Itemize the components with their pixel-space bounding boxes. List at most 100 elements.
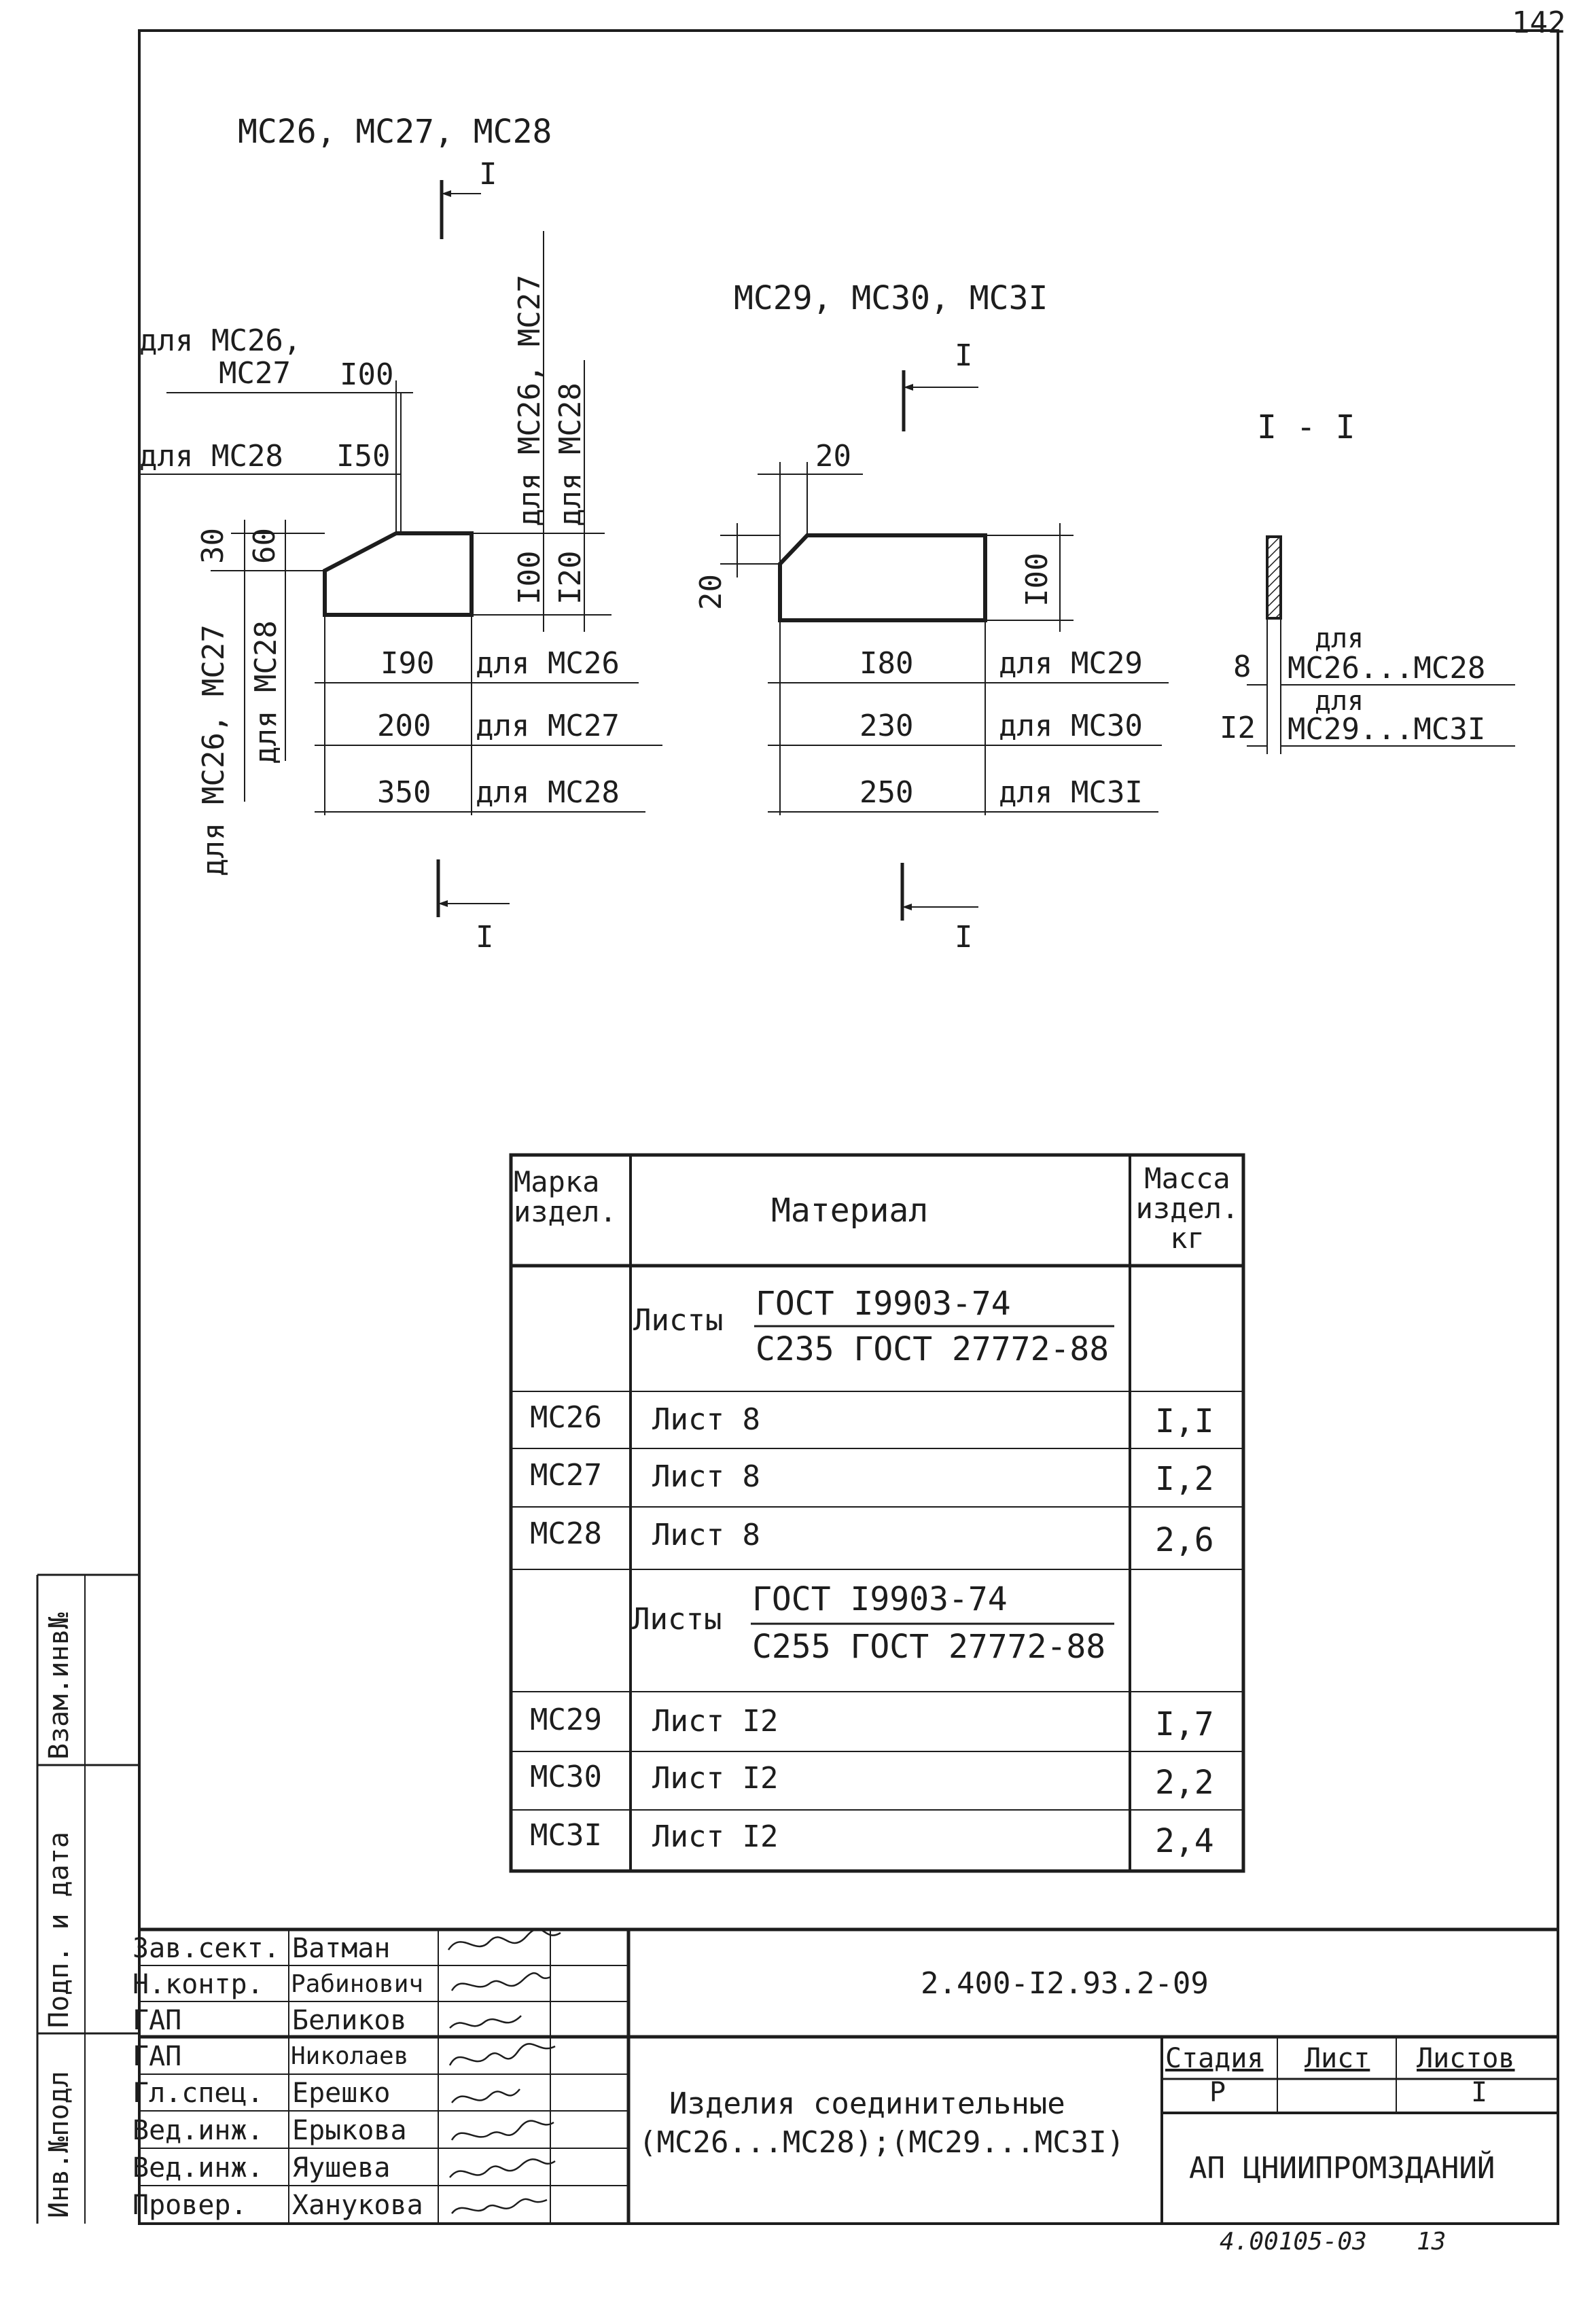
sec-for-1b: МС26...МС28 <box>1288 651 1486 686</box>
g1-dim-60: 60 <box>247 528 282 564</box>
table-row4-mass: I,7 <box>1155 1705 1214 1743</box>
g1-vert-top-2: для МС28 <box>553 382 588 527</box>
stamp-role-6: Вед.инж. <box>132 2115 264 2146</box>
g1-label-row-2: для МС27 <box>476 709 620 743</box>
g1-len-row-2: 200 <box>377 709 431 743</box>
stamp-name-4: Николаев <box>291 2042 409 2070</box>
section-mark-top-1: I <box>479 157 497 192</box>
g1-vert-top-1: для МС26, МС27 <box>512 274 547 527</box>
g2-label-row-3: для МС3I <box>999 775 1143 810</box>
g2-len-row-2: 230 <box>859 709 914 743</box>
g1-dim-150: I50 <box>336 439 391 474</box>
table-header-mass: Масса издел. кг <box>1135 1162 1239 1256</box>
g1-len-row-3: 350 <box>377 775 431 810</box>
table-row1-mass: I,I <box>1155 1402 1214 1440</box>
stamp-organization: АП ЦНИИПРОМЗДАНИЙ <box>1189 2151 1495 2186</box>
g1-vert-left-2: для МС28 <box>249 620 283 764</box>
stamp-name-7: Яушева <box>292 2152 391 2184</box>
g2-dim-20-left: 20 <box>694 574 728 610</box>
stamp-stage-header: Стадия <box>1165 2043 1264 2074</box>
stamp-role-3: ГАП <box>132 2005 182 2036</box>
table-row4-material: Лист I2 <box>652 1704 779 1739</box>
group2-title: МС29, МС30, МС3I <box>734 279 1048 317</box>
sec-thickness-8: 8 <box>1233 649 1252 684</box>
table-row5-mass: 2,2 <box>1155 1764 1214 1802</box>
table-row1-mark: МС26 <box>530 1400 602 1435</box>
table-group1-num: ГОСТ I9903-74 <box>756 1285 1011 1323</box>
sec-for-2a: для <box>1315 686 1364 717</box>
side-cell-replacement: Взам.инв№ <box>43 1612 75 1760</box>
stamp-sheets-value: I <box>1471 2077 1488 2108</box>
section-mark-top-2: I <box>955 338 973 373</box>
stamp-role-8: Провер. <box>132 2190 247 2221</box>
side-cell-inventory: Инв.№подл <box>43 2071 75 2218</box>
g1-dim-100: I00 <box>340 357 394 392</box>
title-block-grid <box>139 1927 1558 2224</box>
table-row2-mass: I,2 <box>1155 1460 1214 1498</box>
stamp-name-8: Ханукова <box>292 2190 423 2221</box>
g2-dim-20-top: 20 <box>815 439 851 474</box>
stamp-name-3: Беликов <box>292 2005 407 2036</box>
section-mark-bottom-1: I <box>476 920 494 955</box>
g2-len-row-1: I80 <box>859 646 914 681</box>
g1-len-row-1: I90 <box>380 646 435 681</box>
table-group2-den: С255 ГОСТ 27772-88 <box>752 1628 1106 1666</box>
stamp-title-line2: (МС26...МС28);(МС29...МС3I) <box>639 2125 1125 2160</box>
table-row6-material: Лист I2 <box>652 1819 779 1854</box>
section-label: I - I <box>1257 408 1355 446</box>
table-row6-mass: 2,4 <box>1155 1822 1214 1860</box>
table-row3-mass: 2,6 <box>1155 1521 1214 1559</box>
stamp-role-4: ГАП <box>132 2041 182 2072</box>
stamp-footer-code: 4.00105-03 <box>1220 2228 1367 2256</box>
table-row3-material: Лист 8 <box>652 1518 760 1552</box>
table-row5-material: Лист I2 <box>652 1761 779 1796</box>
g2-vert-h100: I00 <box>1020 552 1054 607</box>
table-group2-word: Листы <box>632 1602 722 1637</box>
stamp-stage-value: Р <box>1209 2077 1226 2108</box>
stamp-title-line1: Изделия соединительные <box>669 2086 1065 2121</box>
table-row2-material: Лист 8 <box>652 1459 760 1494</box>
g1-label-row-3: для МС28 <box>476 775 620 810</box>
sec-for-2b: МС29...МС3I <box>1288 712 1486 747</box>
stamp-footer-page: 13 <box>1417 2228 1447 2256</box>
stamp-sheet-header: Лист <box>1305 2043 1370 2074</box>
stamp-role-5: Гл.спец. <box>132 2078 264 2109</box>
spec-table-grid <box>509 1153 1245 1873</box>
sheet-number: 142 <box>1512 5 1566 40</box>
g1-vert-h100: I00 <box>512 550 547 605</box>
table-group2-num: ГОСТ I9903-74 <box>752 1580 1008 1618</box>
signatures <box>447 1928 561 2214</box>
sec-for-1a: для <box>1315 623 1364 654</box>
side-cell-signature-date: Подп. и дата <box>43 1832 75 2028</box>
section-profile <box>1247 535 1515 754</box>
table-group1-den: С235 ГОСТ 27772-88 <box>756 1330 1110 1368</box>
table-row3-mark: МС28 <box>530 1516 602 1551</box>
table-row4-mark: МС29 <box>530 1703 602 1737</box>
table-row1-material: Лист 8 <box>652 1402 760 1437</box>
table-group1-word: Листы <box>633 1303 724 1338</box>
part-profile-group2 <box>720 370 1169 921</box>
table-row2-mark: МС27 <box>530 1458 602 1493</box>
table-row5-mark: МС30 <box>530 1760 602 1794</box>
stamp-name-1: Ватман <box>292 1933 391 1964</box>
part-profile-group1 <box>139 180 662 917</box>
stamp-name-2: Рабинович <box>291 1970 424 1998</box>
g2-label-row-1: для МС29 <box>999 646 1143 681</box>
table-header-material: Материал <box>771 1192 929 1230</box>
stamp-name-6: Ерыкова <box>292 2115 407 2146</box>
stamp-role-2: Н.контр. <box>132 1969 264 2000</box>
stamp-role-7: Вед.инж. <box>132 2152 264 2184</box>
stamp-sheets-header: Листов <box>1417 2043 1515 2074</box>
g1-for-mc26-mc27-line1: для МС26, <box>139 323 302 358</box>
g2-len-row-3: 250 <box>859 775 914 810</box>
stamp-role-1: Зав.сект. <box>132 1933 280 1964</box>
stamp-name-5: Ерешко <box>292 2078 391 2109</box>
sec-thickness-12: I2 <box>1220 711 1256 745</box>
g1-vert-h120: I20 <box>553 550 588 605</box>
table-header-mark: Марка издел. <box>514 1165 617 1229</box>
g2-label-row-2: для МС30 <box>999 709 1143 743</box>
group1-title: МС26, МС27, МС28 <box>238 113 552 151</box>
table-row6-mark: МС3I <box>530 1818 602 1853</box>
stamp-document-code: 2.400-I2.93.2-09 <box>921 1966 1209 2001</box>
g1-label-row-1: для МС26 <box>476 646 620 681</box>
